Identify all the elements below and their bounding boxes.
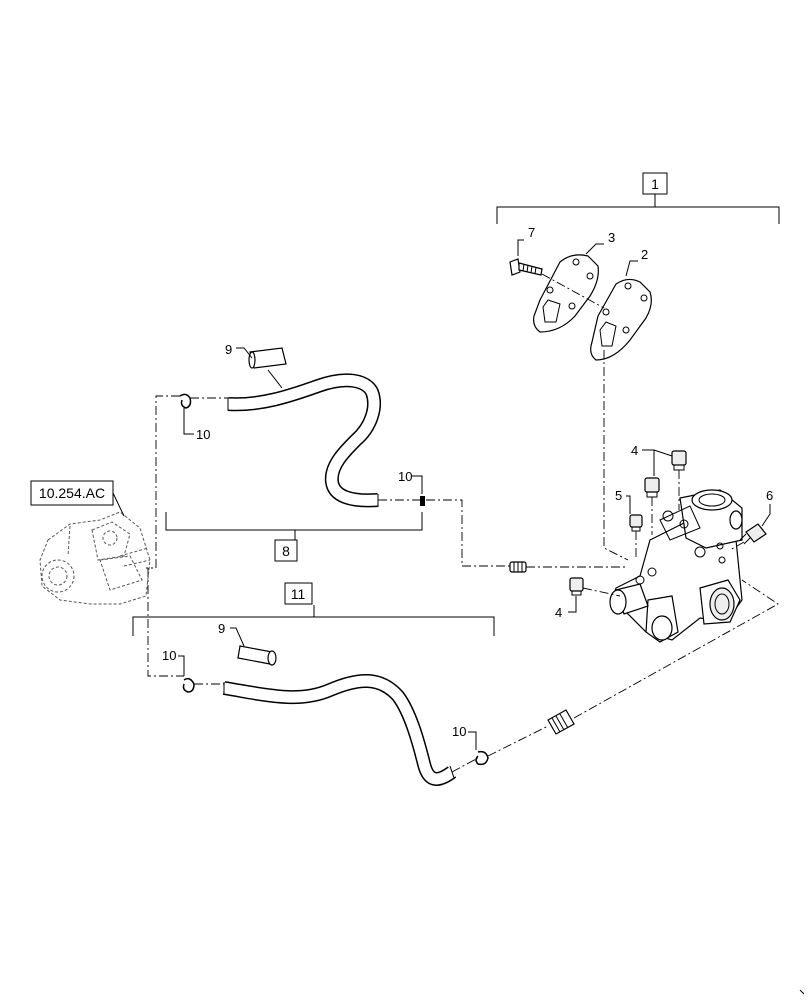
group-bracket-8: 8 (165, 512, 423, 562)
group-bracket-1: 1 (496, 172, 780, 224)
group-bracket-11: 11 (132, 582, 495, 636)
callout-10-lower-left: 10 (162, 648, 176, 663)
callout-10-upper-right: 10 (398, 469, 412, 484)
callout-1: 1 (651, 176, 659, 192)
sleeve-part-9-lower (237, 645, 277, 666)
hose-assembly-11 (222, 673, 457, 786)
thermostat-housing (609, 489, 743, 643)
plug-part-4-middle (644, 477, 660, 498)
clamp-part-10-upper-right (420, 496, 425, 506)
callout-6: 6 (766, 488, 773, 503)
plug-part-6 (739, 523, 767, 545)
gasket-part-2 (590, 278, 652, 361)
callout-10-upper-left: 10 (196, 427, 210, 442)
clamp-part-10-lower-left (182, 677, 195, 693)
clamp-part-10-upper-left (179, 393, 192, 409)
reference-engine-sketch (39, 511, 151, 605)
fitting-lower (547, 709, 575, 735)
callout-10-lower-right: 10 (452, 724, 466, 739)
callout-5: 5 (615, 488, 622, 503)
callout-9-lower: 9 (218, 621, 225, 636)
callout-9-upper: 9 (225, 342, 232, 357)
clamp-part-10-lower-right (475, 750, 489, 766)
hose-assembly-8 (227, 373, 381, 508)
callout-11: 11 (291, 586, 306, 602)
callout-4-top: 4 (631, 443, 638, 458)
plug-part-4-lower (569, 577, 584, 596)
corner-mark (799, 989, 805, 995)
callout-7: 7 (528, 225, 535, 240)
fitting-upper (509, 561, 527, 573)
bolt-part-7 (509, 258, 543, 276)
plug-part-5 (629, 514, 643, 532)
callout-8: 8 (282, 543, 290, 559)
sleeve-part-9-upper (248, 347, 287, 369)
callout-3: 3 (608, 230, 615, 245)
callout-2: 2 (641, 247, 648, 262)
reference-label: 10.254.AC (39, 485, 105, 501)
callout-4-lower: 4 (555, 605, 562, 620)
plug-part-4-top (671, 450, 687, 471)
gasket-part-3 (533, 254, 599, 333)
